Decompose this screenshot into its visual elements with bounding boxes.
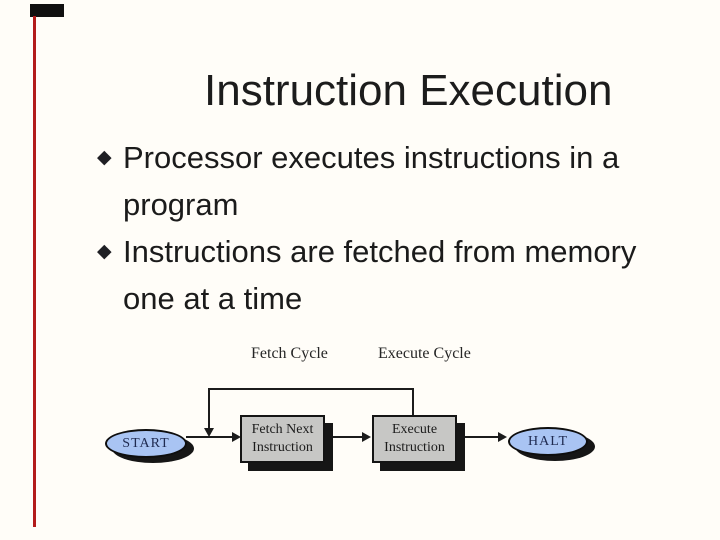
- halt-label: HALT: [527, 433, 569, 449]
- bullet-text-line: Instructions are fetched from memory: [123, 234, 637, 269]
- feedback-arrowhead-icon: [204, 428, 214, 437]
- bullet-text-line: one at a time: [123, 281, 303, 316]
- connector-execute-to-halt: [457, 436, 499, 438]
- execute-box-text-line: Execute: [391, 422, 438, 437]
- execute-instruction-box: Execute Instruction: [372, 415, 457, 463]
- page-title: Instruction Execution: [204, 66, 613, 115]
- halt-terminal: HALT: [508, 427, 588, 456]
- execute-arrowhead-icon: [362, 432, 371, 442]
- connector-start-to-fetch: [186, 436, 233, 438]
- diamond-bullet-icon: ◆: [97, 147, 112, 168]
- start-label: START: [122, 435, 170, 451]
- fetch-next-instruction-box: Fetch Next Instruction: [240, 415, 325, 463]
- feedback-line-right-vertical: [412, 389, 414, 415]
- fetch-box-text-line: Fetch Next: [251, 422, 314, 437]
- bullet-text-line: program: [123, 187, 239, 222]
- list-item: ◆ Instructions are fetched from memory o…: [97, 228, 677, 322]
- fetch-box-text-line: Instruction: [252, 440, 313, 455]
- diamond-bullet-icon: ◆: [97, 241, 112, 262]
- bullet-text-line: Processor executes instructions in a: [123, 140, 620, 175]
- bullet-list: ◆ Processor executes instructions in a p…: [97, 134, 677, 322]
- top-left-black-mark: [30, 4, 64, 17]
- execute-box-text-line: Instruction: [384, 440, 445, 455]
- list-item: ◆ Processor executes instructions in a p…: [97, 134, 677, 228]
- start-terminal: START: [105, 429, 187, 458]
- feedback-line-left-vertical: [208, 388, 210, 429]
- halt-arrowhead-icon: [498, 432, 507, 442]
- execute-cycle-label: Execute Cycle: [378, 345, 471, 362]
- fetch-cycle-label: Fetch Cycle: [251, 345, 328, 362]
- connector-fetch-to-execute: [325, 436, 363, 438]
- fetch-arrowhead-icon: [232, 432, 241, 442]
- feedback-line-top-horizontal: [208, 388, 414, 390]
- left-red-border: [33, 16, 36, 527]
